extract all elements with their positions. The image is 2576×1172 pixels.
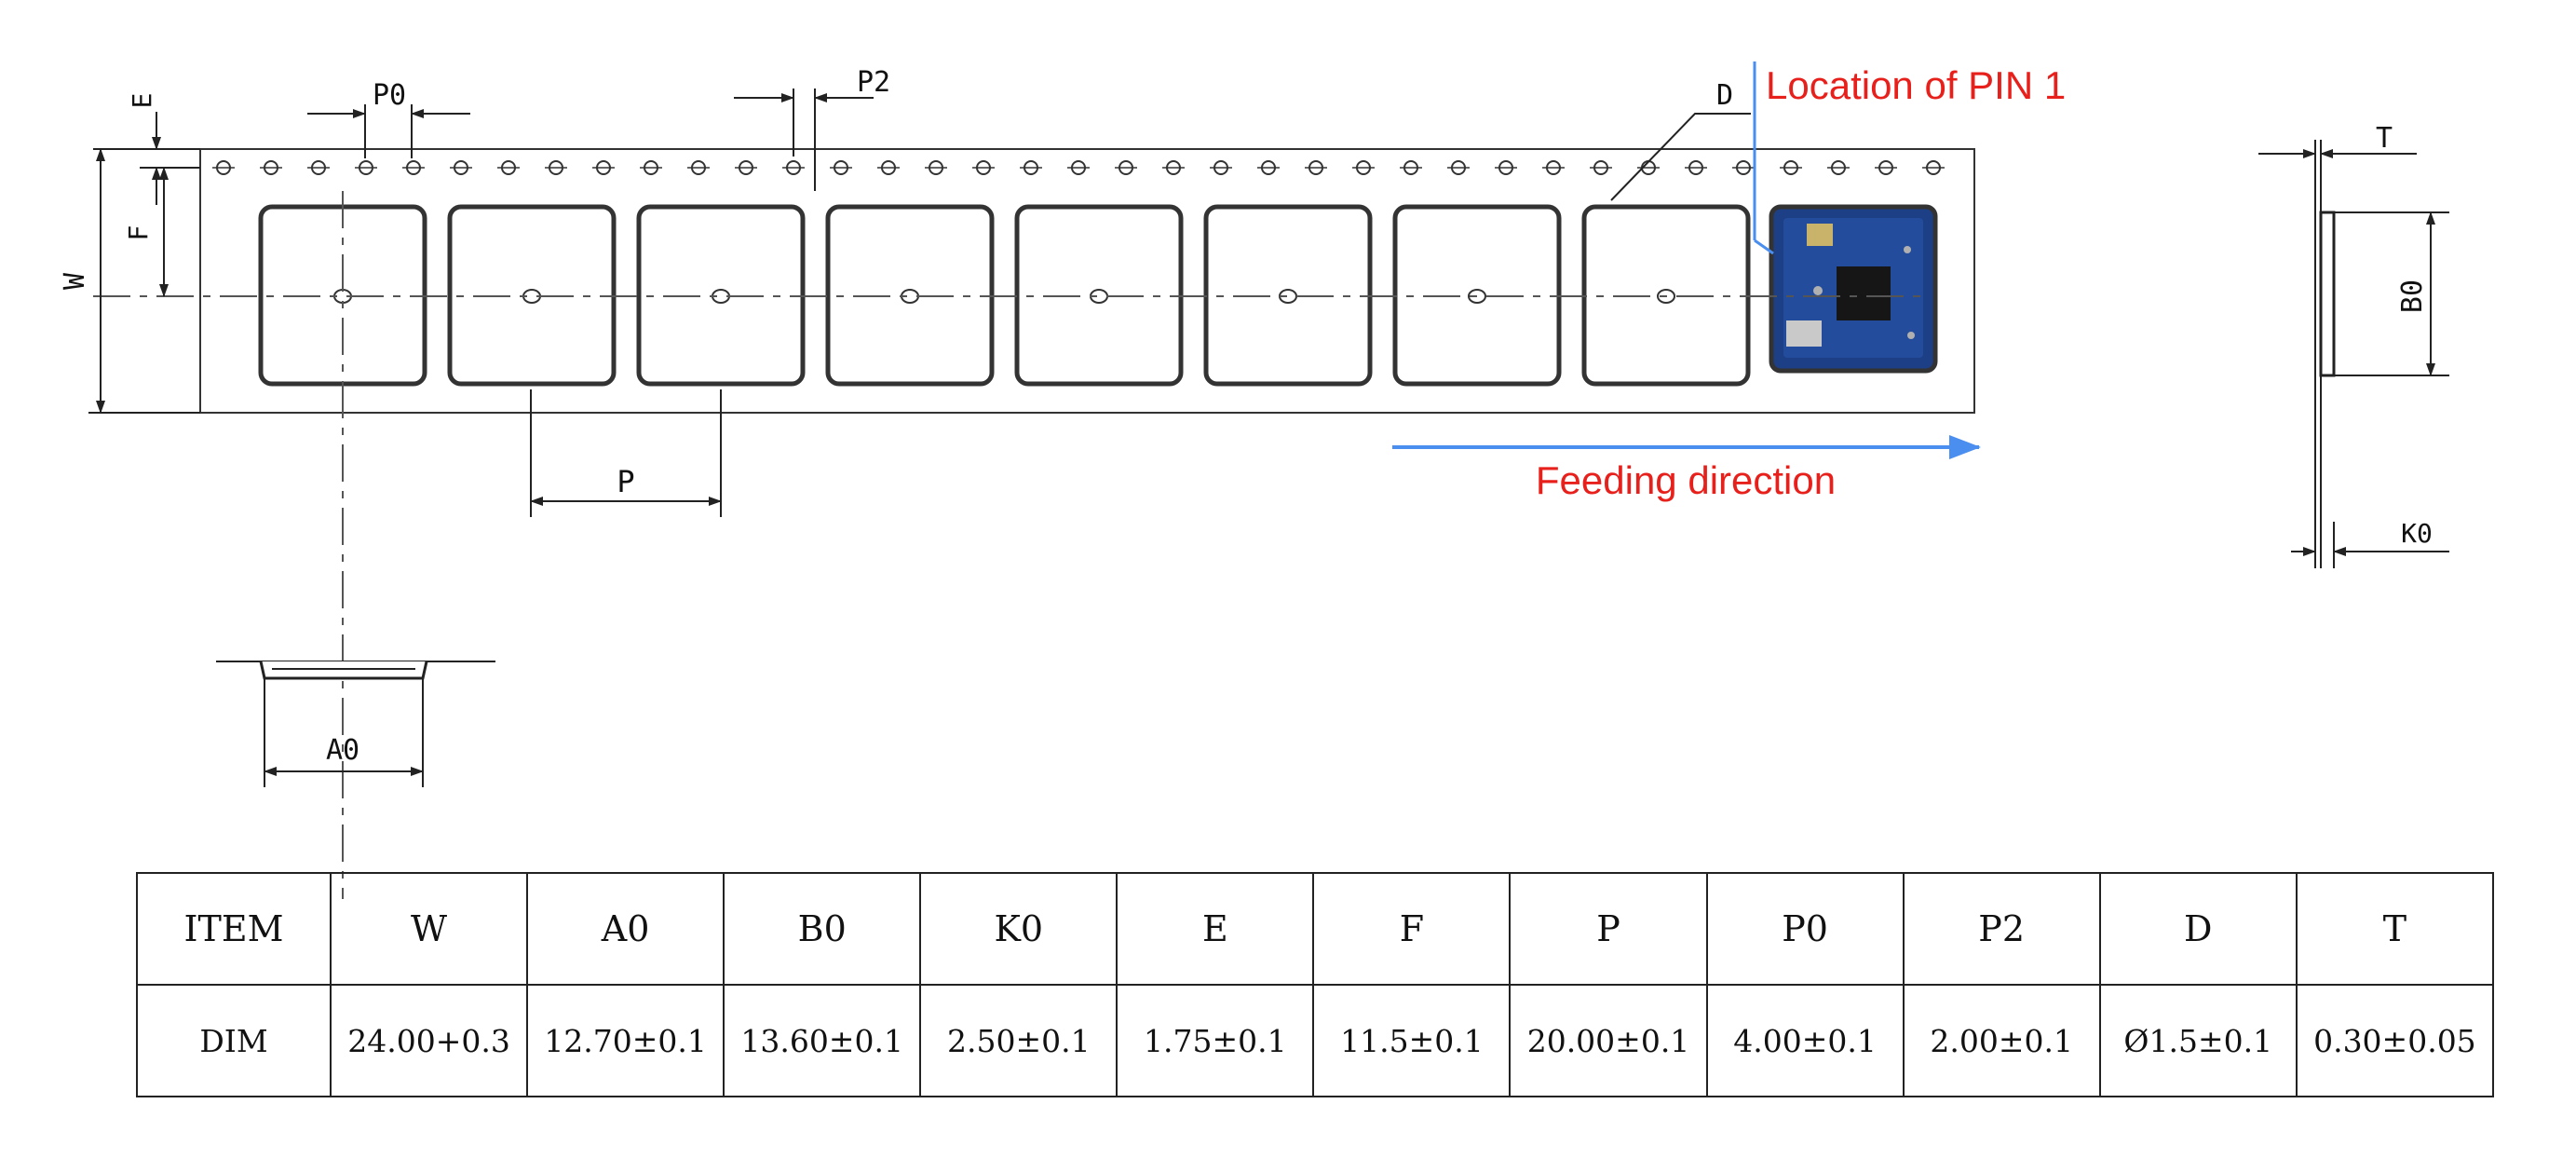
table-header-cell: A0 [526,872,725,986]
feeding-direction-text: Feeding direction [1536,458,1836,502]
table-value-cell: Ø1.5±0.1 [2098,984,2298,1097]
table-header-cell: F [1312,872,1512,986]
table-header-cell: T [2295,872,2495,986]
side-section: B0 T K0 [2258,122,2449,568]
table-value-cell: 2.50±0.1 [919,984,1119,1097]
table-value-cell: 4.00±0.1 [1705,984,1905,1097]
sprocket-hole-row [212,160,1945,175]
dimension-w: W [59,148,200,414]
table-header-cell: P [1509,872,1708,986]
label-p: P [617,464,634,499]
table-value-cell: 20.00±0.1 [1509,984,1708,1097]
label-f: F [123,225,154,241]
dimension-p2: P2 [734,66,890,191]
table-value-cell: 13.60±0.1 [723,984,922,1097]
table-value-cell: 12.70±0.1 [526,984,725,1097]
table-value-cell: 1.75±0.1 [1116,984,1315,1097]
table-header-cell: K0 [919,872,1119,986]
table-header-cell: P2 [1902,872,2101,986]
table-value-cell: 0.30±0.05 [2295,984,2495,1097]
pocket-row [258,204,1751,387]
table-header-cell: D [2098,872,2298,986]
table-value-cell: 11.5±0.1 [1312,984,1512,1097]
table-header-cell: W [329,872,529,986]
label-p0: P0 [373,79,406,112]
dimension-d: D [1610,79,1751,201]
label-k0: K0 [2401,518,2433,549]
a0-cross-section: A0 [216,661,495,787]
table-value-cell: 24.00+0.3 [329,984,529,1097]
dimension-p: P [530,389,722,517]
table-row-header: DIM [136,984,332,1097]
dimension-e: E [93,93,200,205]
label-e: E [127,93,157,109]
label-t: T [2376,122,2393,155]
table-row-header: ITEM [136,872,332,986]
table-header-cell: B0 [723,872,922,986]
label-a0: A0 [326,734,359,767]
dimension-p0: P0 [307,79,470,158]
label-d: D [1716,79,1733,112]
module-chip [1837,266,1891,320]
table-header-cell: E [1116,872,1315,986]
label-w: W [59,272,91,290]
table-value-cell: 2.00±0.1 [1902,984,2101,1097]
label-b0: B0 [2396,279,2429,313]
pin1-callout-text: Location of PIN 1 [1766,63,2066,107]
module-pcb [1769,204,1938,374]
table-header-cell: P0 [1705,872,1905,986]
label-p2: P2 [857,66,890,99]
dimension-f: F [123,167,169,297]
